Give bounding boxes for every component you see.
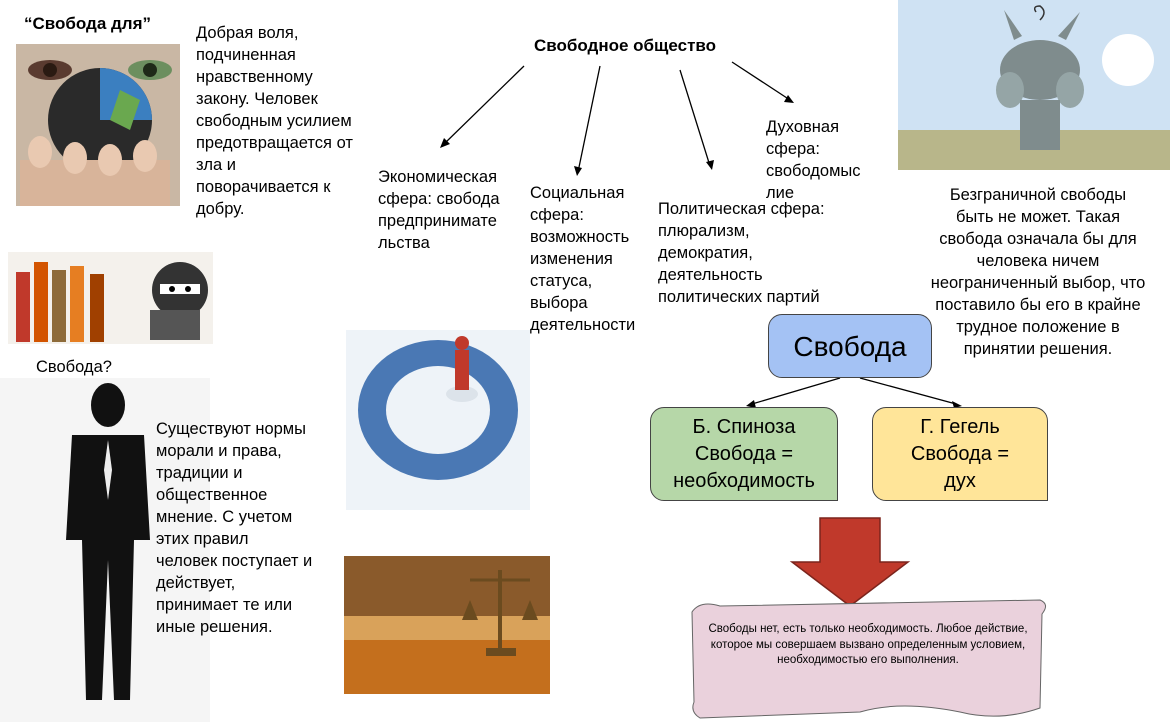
text-line: лие (766, 184, 795, 202)
text-line: поворачивается к (196, 178, 331, 196)
text-line: действует, (156, 574, 236, 592)
political-sphere-text: Политическая сфера: плюрализм, демократи… (658, 198, 825, 308)
top-title: Свободное общество (534, 36, 717, 55)
text-line: быть не может. Такая (955, 208, 1121, 226)
text-line: зла и (196, 156, 236, 174)
thief-image (8, 252, 213, 344)
spinoza-node: Б. Спиноза Свобода = необходимость (650, 407, 838, 501)
text-line: морали и права, (156, 442, 282, 460)
hegel-line: Г. Гегель (920, 415, 1000, 438)
text-line: политических партий (658, 288, 820, 306)
text-line: свободным усилием (196, 112, 352, 130)
text-line: человека ничем (976, 252, 1100, 270)
unlimited-freedom-text: Безграничной свободы быть не может. Така… (910, 184, 1166, 360)
text-line: предотвращается от (196, 134, 353, 152)
social-sphere-text: Социальная сфера: возможность изменения … (530, 182, 635, 336)
text-line: иные решения. (156, 618, 273, 636)
text-line: Духовная (766, 118, 840, 136)
text-line: закону. Человек (196, 90, 318, 108)
good-will-text: Добрая воля, подчиненная нравственному з… (196, 22, 396, 220)
text-line: деятельности (530, 316, 636, 334)
text-line: льства (378, 234, 430, 252)
text-line: возможность (530, 228, 630, 246)
text-line: свободомыс (766, 162, 861, 180)
conclusion-text: Свободы нет, есть только необходимость. … (708, 623, 1028, 666)
text-line: сфера: (530, 206, 584, 224)
text-line: Экономическая (378, 168, 498, 186)
text-line: статуса, (530, 272, 593, 290)
text-line: плюрализм, (658, 222, 750, 240)
text-line: Безграничной свободы (949, 186, 1127, 204)
text-line: этих правил (156, 530, 249, 548)
text-line: принятии решения. (963, 340, 1113, 358)
text-line: трудное положение в (956, 318, 1120, 336)
concept-arrowheads (746, 400, 962, 408)
text-line: предпринимате (378, 212, 497, 230)
silhouette-man-image (0, 378, 210, 722)
sphere-arrows (443, 61, 791, 173)
text-line: неограниченный выбор, что (930, 274, 1146, 292)
spinoza-line: Б. Спиноза (692, 415, 796, 438)
freedom-question: Свобода? (36, 358, 112, 376)
conclusion-scroll (691, 599, 1046, 719)
text-line: демократия, (658, 244, 753, 262)
text-line: мнение. С учетом (156, 508, 293, 526)
text-line: деятельность (658, 266, 763, 284)
scales-image (344, 556, 550, 694)
red-down-arrow (789, 517, 911, 607)
text-line: нравственному (196, 68, 313, 86)
text-line: сфера: (766, 140, 820, 158)
spinoza-line: необходимость (673, 469, 815, 492)
text-line: выбора (530, 294, 588, 312)
spiritual-sphere-text: Духовная сфера: свободомыс лие (766, 116, 861, 204)
text-line: традиции и (156, 464, 243, 482)
hegel-line: дух (944, 469, 976, 492)
spinoza-line: Свобода = (694, 442, 794, 465)
text-line: человек поступает и (156, 552, 313, 570)
freedom-node: Свобода (768, 314, 932, 378)
text-line: Социальная (530, 184, 625, 202)
crowd-image (346, 330, 530, 510)
text-line: сфера: свобода (378, 190, 500, 208)
economic-sphere-text: Экономическая сфера: свобода предпринима… (378, 166, 500, 254)
hegel-node: Г. Гегель Свобода = дух (872, 407, 1048, 501)
text-line: Политическая сфера: (658, 200, 825, 218)
text-line: поставило бы его в крайне (935, 296, 1141, 314)
text-line: Добрая воля, (196, 24, 299, 42)
text-line: подчиненная (196, 46, 296, 64)
text-line: общественное (156, 486, 268, 504)
concept-arrows (751, 377, 957, 405)
sphere-arrowheads (440, 95, 794, 176)
donkeys-image (898, 0, 1170, 170)
text-line: свобода означала бы для (939, 230, 1137, 248)
text-line: добру. (196, 200, 245, 218)
hegel-line: Свобода = (910, 442, 1010, 465)
quote-title: “Свобода для” (24, 14, 152, 33)
text-line: Существуют нормы (156, 420, 307, 438)
freedom-node-label: Свобода (793, 330, 907, 362)
text-line: изменения (530, 250, 613, 268)
norms-text: Существуют нормы морали и права, традици… (156, 418, 346, 638)
text-line: принимает те или (156, 596, 293, 614)
eye-earth-image (16, 44, 180, 206)
